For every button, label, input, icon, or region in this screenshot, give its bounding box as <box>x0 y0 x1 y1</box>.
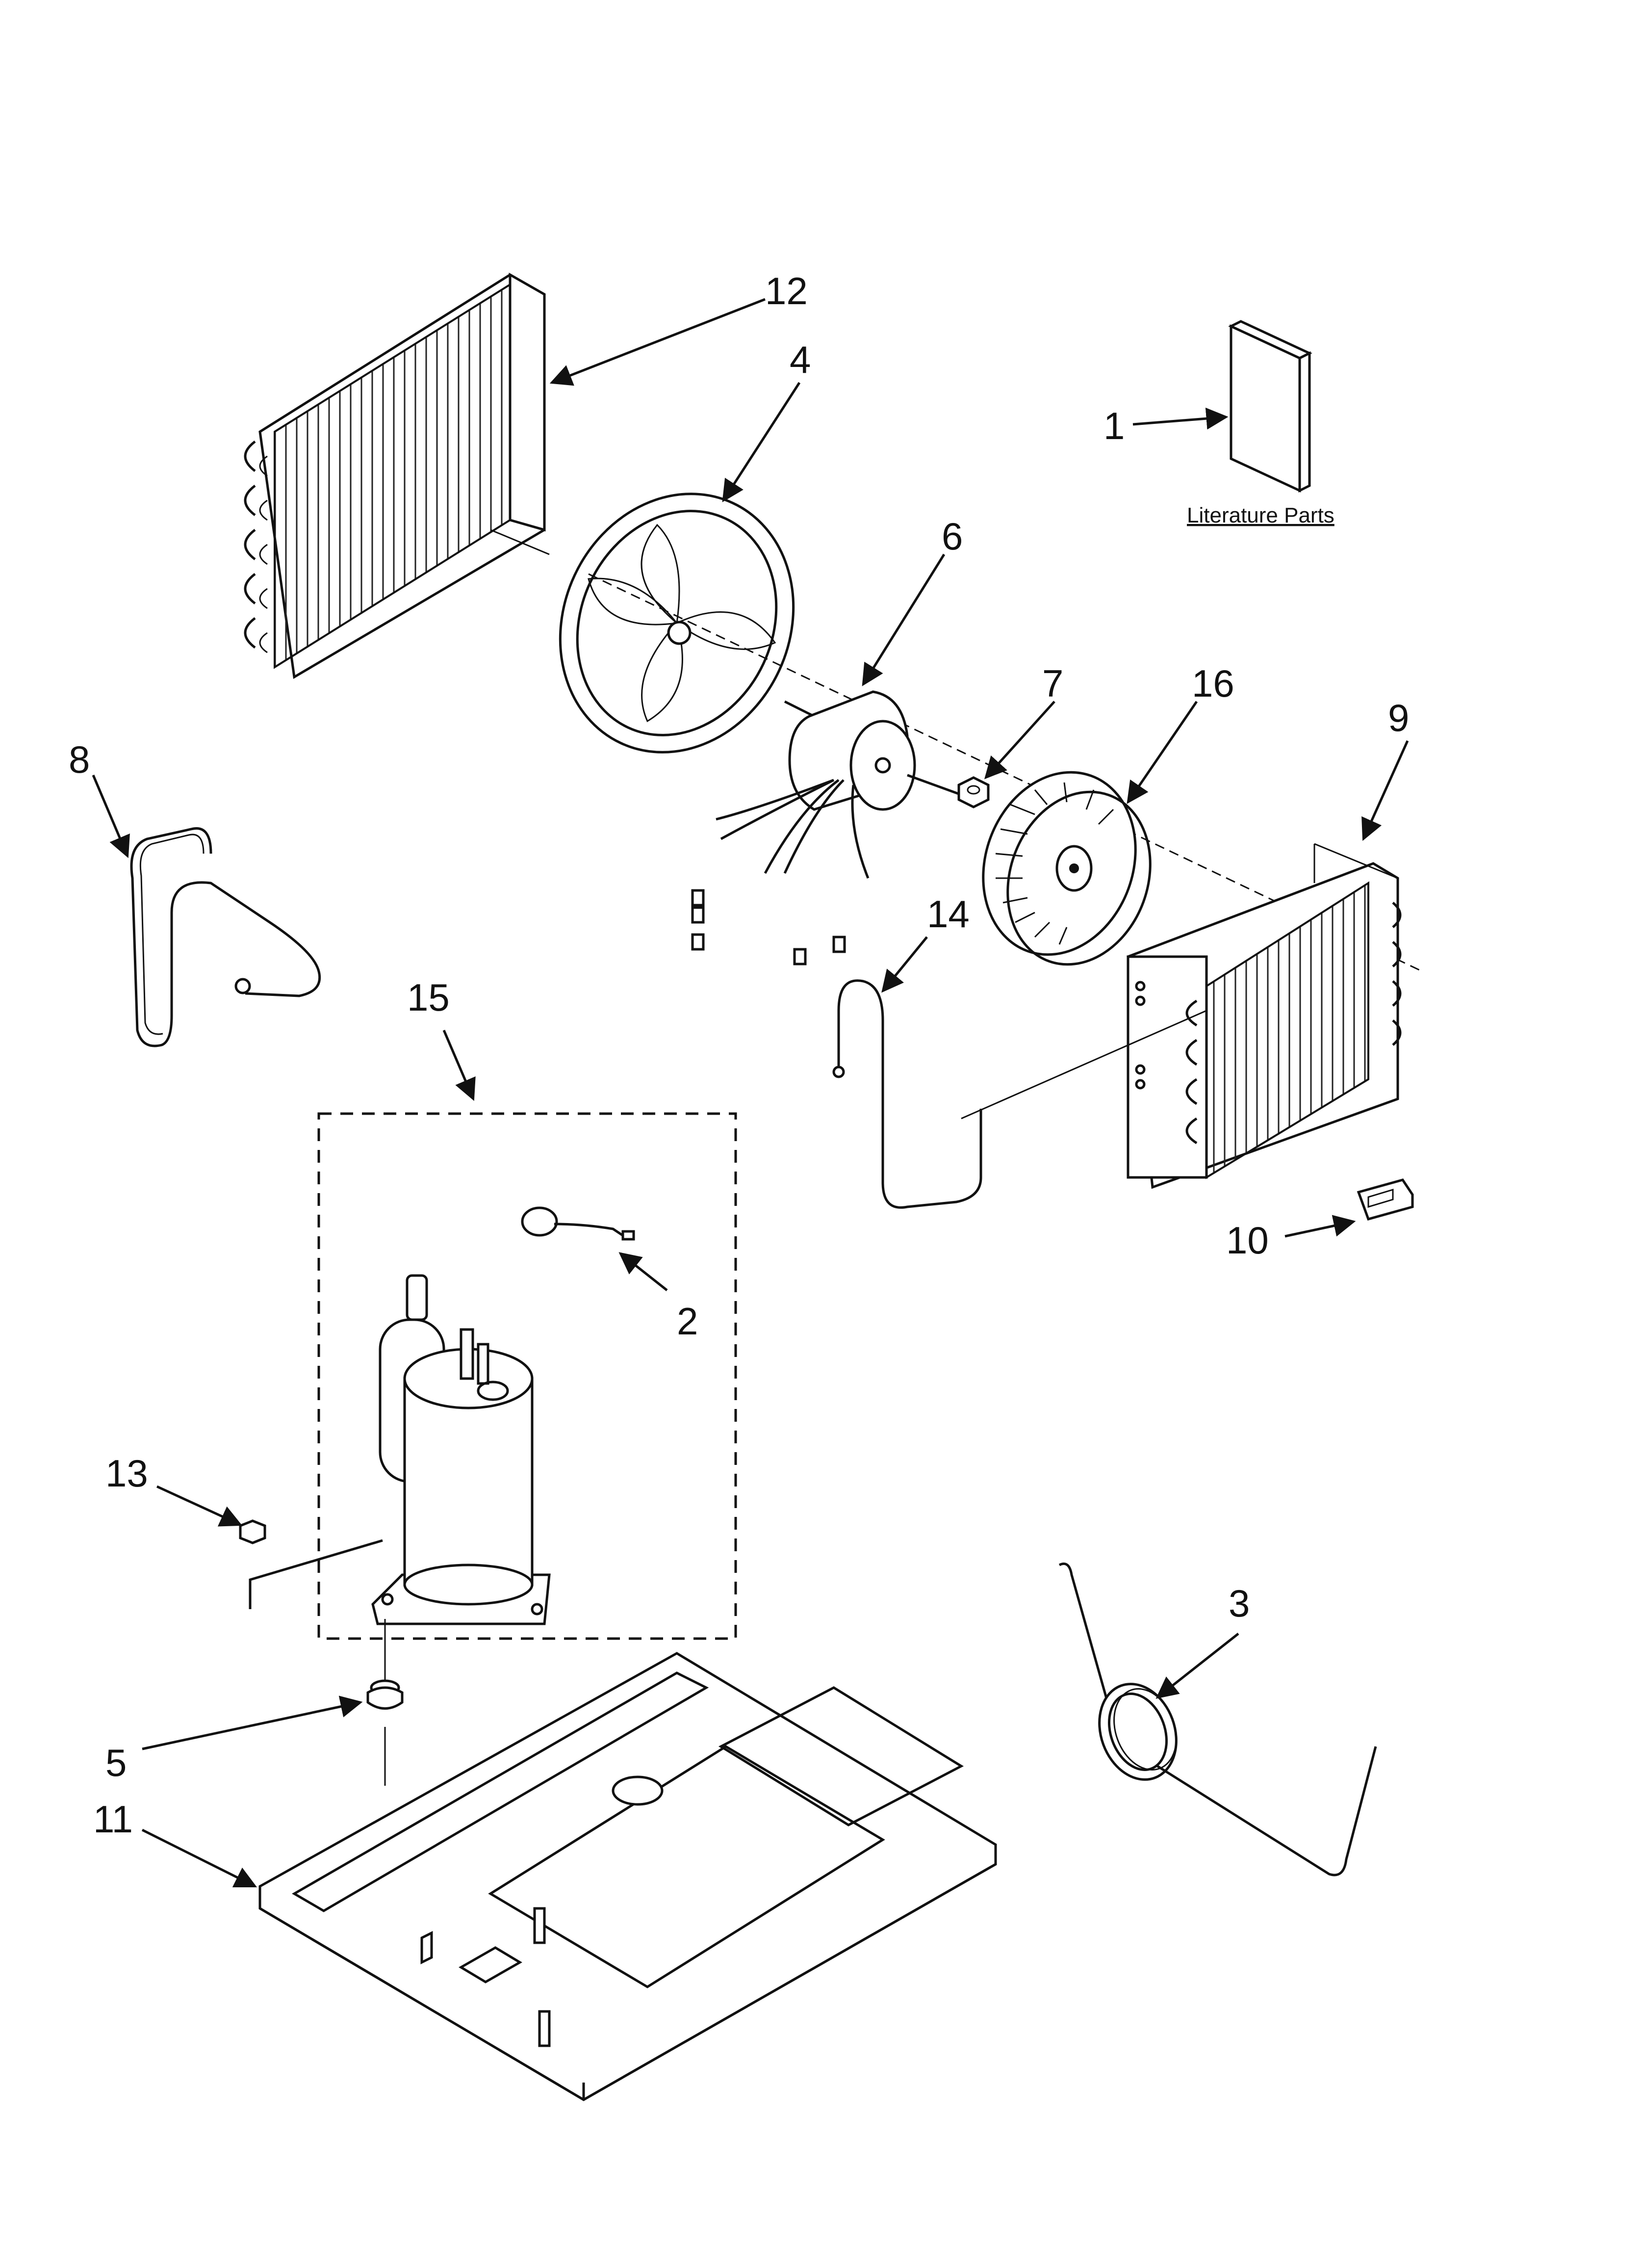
grommet <box>366 1619 404 1786</box>
compressor-kit-outline <box>317 1112 737 1640</box>
fan-motor <box>691 690 962 965</box>
base-pan <box>258 1652 997 2101</box>
label-9: 9 <box>1388 696 1409 739</box>
label-16: 16 <box>1192 662 1234 705</box>
label-12: 12 <box>765 269 808 313</box>
evaporator-coil <box>1127 843 1402 1189</box>
label-3: 3 <box>1229 1582 1250 1625</box>
label-4: 4 <box>790 338 811 381</box>
blower-wheel <box>982 771 1152 966</box>
clip <box>1357 1178 1414 1221</box>
label-15: 15 <box>407 976 450 1019</box>
literature-parts-caption: Literature Parts <box>1187 503 1334 527</box>
fan-shroud <box>559 493 795 754</box>
label-1: 1 <box>1103 404 1125 447</box>
label-8: 8 <box>69 738 90 781</box>
mount-nut <box>239 1519 266 1544</box>
literature-booklet <box>1228 320 1312 493</box>
capillary-tube <box>832 979 1207 1209</box>
label-11: 11 <box>93 1798 133 1841</box>
label-2: 2 <box>677 1300 698 1343</box>
label-7: 7 <box>1042 662 1063 705</box>
compressor <box>371 1274 551 1625</box>
label-10: 10 <box>1226 1219 1269 1262</box>
label-13: 13 <box>105 1452 148 1495</box>
overload-protector <box>521 1206 635 1241</box>
nut <box>957 776 990 808</box>
condenser-hairpins <box>244 441 268 653</box>
condenser-coil <box>244 272 550 679</box>
label-14: 14 <box>927 892 970 936</box>
label-6: 6 <box>942 515 963 558</box>
refrigerant-tube-8 <box>130 827 321 1047</box>
label-5: 5 <box>105 1741 127 1784</box>
drain-tube-coil <box>1058 1563 1377 1877</box>
